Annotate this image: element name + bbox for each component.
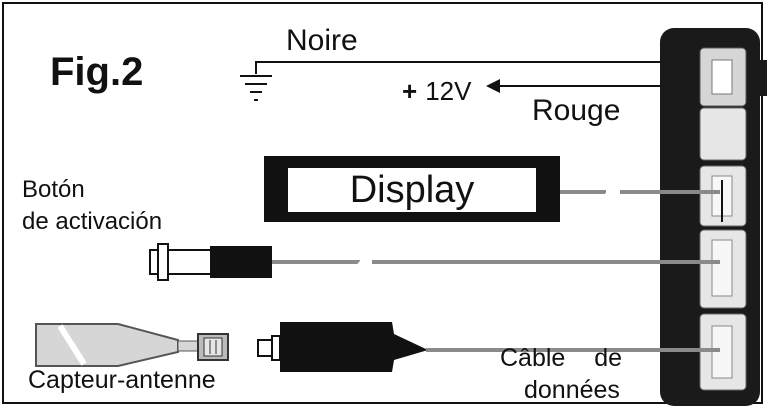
power-arrow-icon bbox=[486, 79, 500, 93]
power-wire-label: Rouge bbox=[532, 94, 621, 127]
diagram-frame bbox=[2, 2, 763, 404]
ground-wire-label: Noire bbox=[286, 24, 358, 57]
control-module bbox=[660, 28, 767, 406]
plug-tip-icon bbox=[257, 335, 281, 361]
button-cable bbox=[272, 252, 720, 272]
ground-symbol-icon bbox=[240, 75, 272, 101]
voltage-label: +12V bbox=[402, 76, 471, 107]
display-label: Display bbox=[288, 168, 536, 212]
cable-label-line1: Câble de bbox=[500, 344, 623, 372]
button-label-line2: de activación bbox=[22, 208, 163, 235]
ground-wire bbox=[255, 61, 700, 74]
module-plug-2 bbox=[699, 107, 747, 161]
voltage-value: 12V bbox=[425, 76, 472, 106]
button-label-line1: Botón bbox=[22, 176, 85, 203]
push-button-icon bbox=[149, 243, 272, 281]
flat-connector-icon bbox=[197, 333, 229, 361]
cable-label-line2: données bbox=[524, 376, 620, 404]
display-unit: Display bbox=[264, 156, 560, 222]
display-cable bbox=[560, 182, 720, 202]
data-plug-body bbox=[280, 322, 428, 372]
figure-title: Fig.2 bbox=[50, 50, 144, 94]
sensor-antenna-icon bbox=[35, 323, 201, 367]
voltage-plus-sign: + bbox=[402, 76, 418, 106]
sensor-label: Capteur-antenne bbox=[28, 366, 216, 394]
